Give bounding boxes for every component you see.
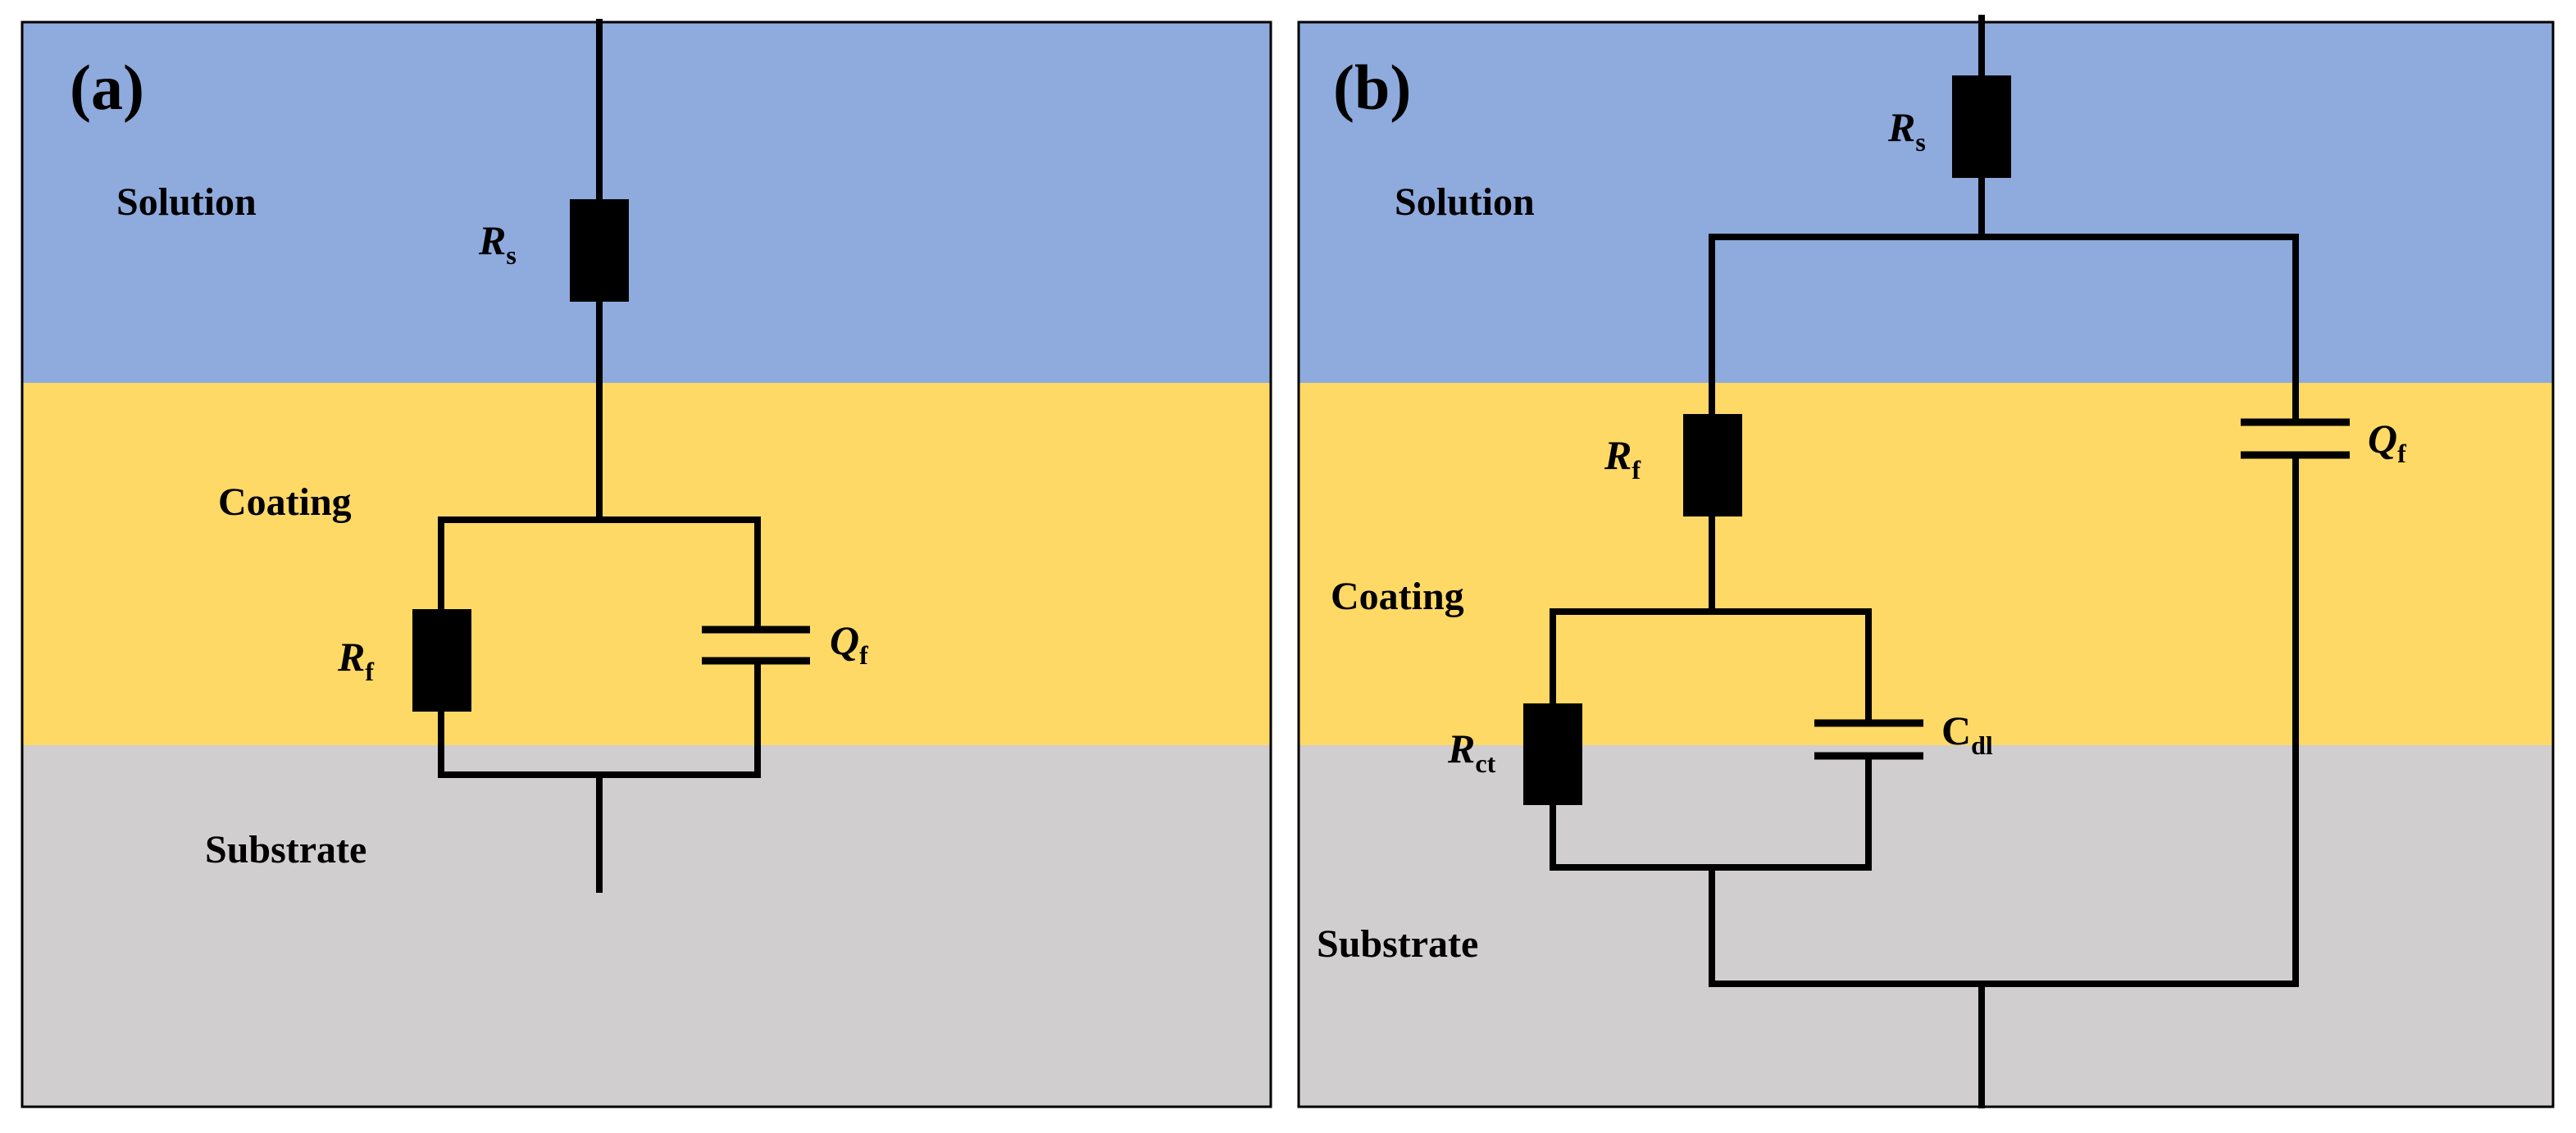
- panel-b-qf-label: Qf: [2368, 416, 2406, 468]
- panel-b-rf-label: Rf: [1604, 432, 1641, 485]
- panel-b-coating-layer: [1299, 383, 2553, 745]
- panel-a-border: [20, 20, 1272, 1108]
- panel-a-label: (a): [70, 52, 144, 123]
- panel-b-rct-resistor: [1523, 703, 1582, 805]
- panel-a-rs-label: Rs: [478, 217, 517, 270]
- panel-b-cdl-label: Cdl: [1941, 708, 1993, 760]
- panel-a-coating-layer: [22, 383, 1271, 745]
- panel-a-substrate-label: Substrate: [205, 828, 366, 871]
- panel-b: (b) Solution Coating Substrate Rs Rf Qf …: [1297, 15, 2555, 1108]
- panel-b-rs-resistor: [1952, 75, 2011, 178]
- panel-a-substrate-layer: [22, 745, 1271, 1107]
- panel-a-rs-resistor: [570, 199, 629, 302]
- panel-a: (a) Solution Coating Substrate Rs Rf Qf: [20, 19, 1272, 1108]
- panel-a-rf-resistor: [412, 609, 471, 712]
- panel-a-wires: [438, 19, 761, 893]
- panel-b-solution-layer: [1299, 22, 2553, 383]
- panel-b-cdl-capacitor: [1814, 719, 1923, 760]
- panel-b-qf-capacitor: [2241, 418, 2350, 459]
- panel-b-wires: [1550, 15, 2299, 1108]
- panel-b-substrate-layer: [1299, 745, 2553, 1107]
- panel-b-rs-label: Rs: [1887, 104, 1926, 157]
- panel-b-solution-label: Solution: [1395, 180, 1535, 224]
- panel-a-solution-layer: [22, 22, 1271, 383]
- panel-b-substrate-label: Substrate: [1317, 922, 1478, 966]
- panel-a-coating-label: Coating: [218, 480, 352, 524]
- panel-a-qf-capacitor: [702, 626, 810, 665]
- panel-b-label: (b): [1333, 52, 1411, 123]
- panel-a-solution-label: Solution: [116, 180, 257, 224]
- panel-b-coating-label: Coating: [1331, 575, 1464, 618]
- panel-b-border: [1297, 20, 2555, 1108]
- panel-b-rf-resistor: [1683, 414, 1742, 516]
- panel-a-rf-label: Rf: [337, 634, 374, 686]
- panel-b-rct-label: Rct: [1447, 726, 1496, 778]
- panel-a-qf-label: Qf: [830, 617, 868, 670]
